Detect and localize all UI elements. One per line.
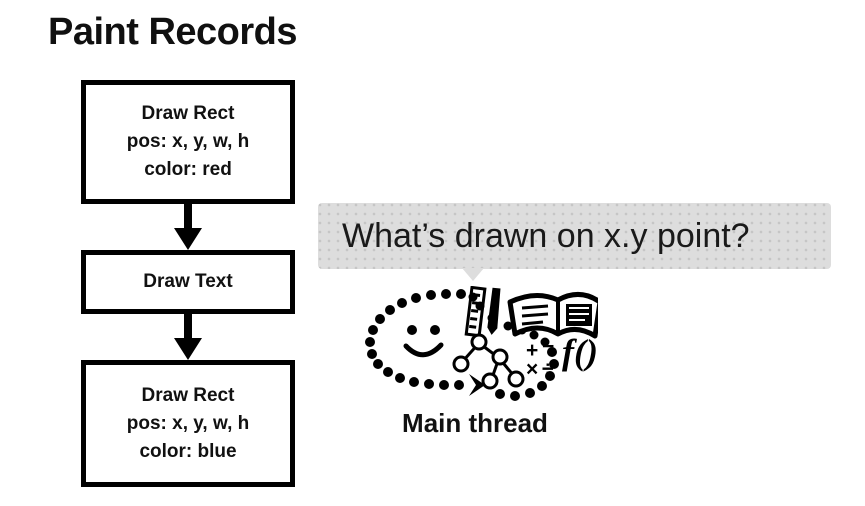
smiley-face-icon bbox=[403, 325, 444, 358]
record-line-title: Draw Rect bbox=[141, 384, 235, 406]
record-line-pos: pos: x, y, w, h bbox=[126, 131, 250, 152]
record-line-color: color: red bbox=[144, 159, 232, 180]
flow-arrow-down-icon bbox=[174, 203, 202, 250]
main-thread-label: Main thread bbox=[402, 408, 548, 438]
svg-text:−: − bbox=[542, 335, 554, 358]
record-line-pos: pos: x, y, w, h bbox=[126, 412, 250, 434]
ruler-icon bbox=[464, 286, 487, 338]
svg-text:+: + bbox=[526, 339, 538, 362]
record-line-color: color: blue bbox=[139, 440, 237, 462]
flow-arrow-down-icon bbox=[174, 313, 202, 360]
thinking-illustration: + − × ÷ f() bbox=[365, 286, 598, 401]
question-text: What’s drawn on x.y point? bbox=[342, 216, 750, 255]
dotted-loop-arrow-icon bbox=[365, 289, 559, 401]
svg-text:÷: ÷ bbox=[542, 358, 554, 381]
speech-bubble-tail-icon bbox=[462, 268, 484, 281]
open-book-icon bbox=[507, 292, 598, 339]
pencil-icon bbox=[487, 287, 501, 335]
math-symbols-icon: + − × ÷ bbox=[526, 335, 554, 381]
tree-graph-icon bbox=[452, 333, 525, 390]
record-line-title: Draw Text bbox=[143, 271, 233, 292]
paint-record-box-draw-rect-blue: Draw Rect pos: x, y, w, h color: blue bbox=[81, 360, 295, 487]
paint-record-box-draw-rect-red: Draw Rect pos: x, y, w, h color: red bbox=[81, 80, 295, 204]
svg-text:f(): f() bbox=[562, 332, 598, 372]
svg-text:×: × bbox=[526, 358, 538, 381]
page-title: Paint Records bbox=[48, 11, 298, 53]
function-notation-icon: f() bbox=[562, 332, 598, 372]
paint-record-box-draw-text: Draw Text bbox=[81, 250, 295, 314]
record-line-title: Draw Rect bbox=[141, 103, 235, 124]
question-speech-bubble: What’s drawn on x.y point? bbox=[318, 203, 831, 269]
